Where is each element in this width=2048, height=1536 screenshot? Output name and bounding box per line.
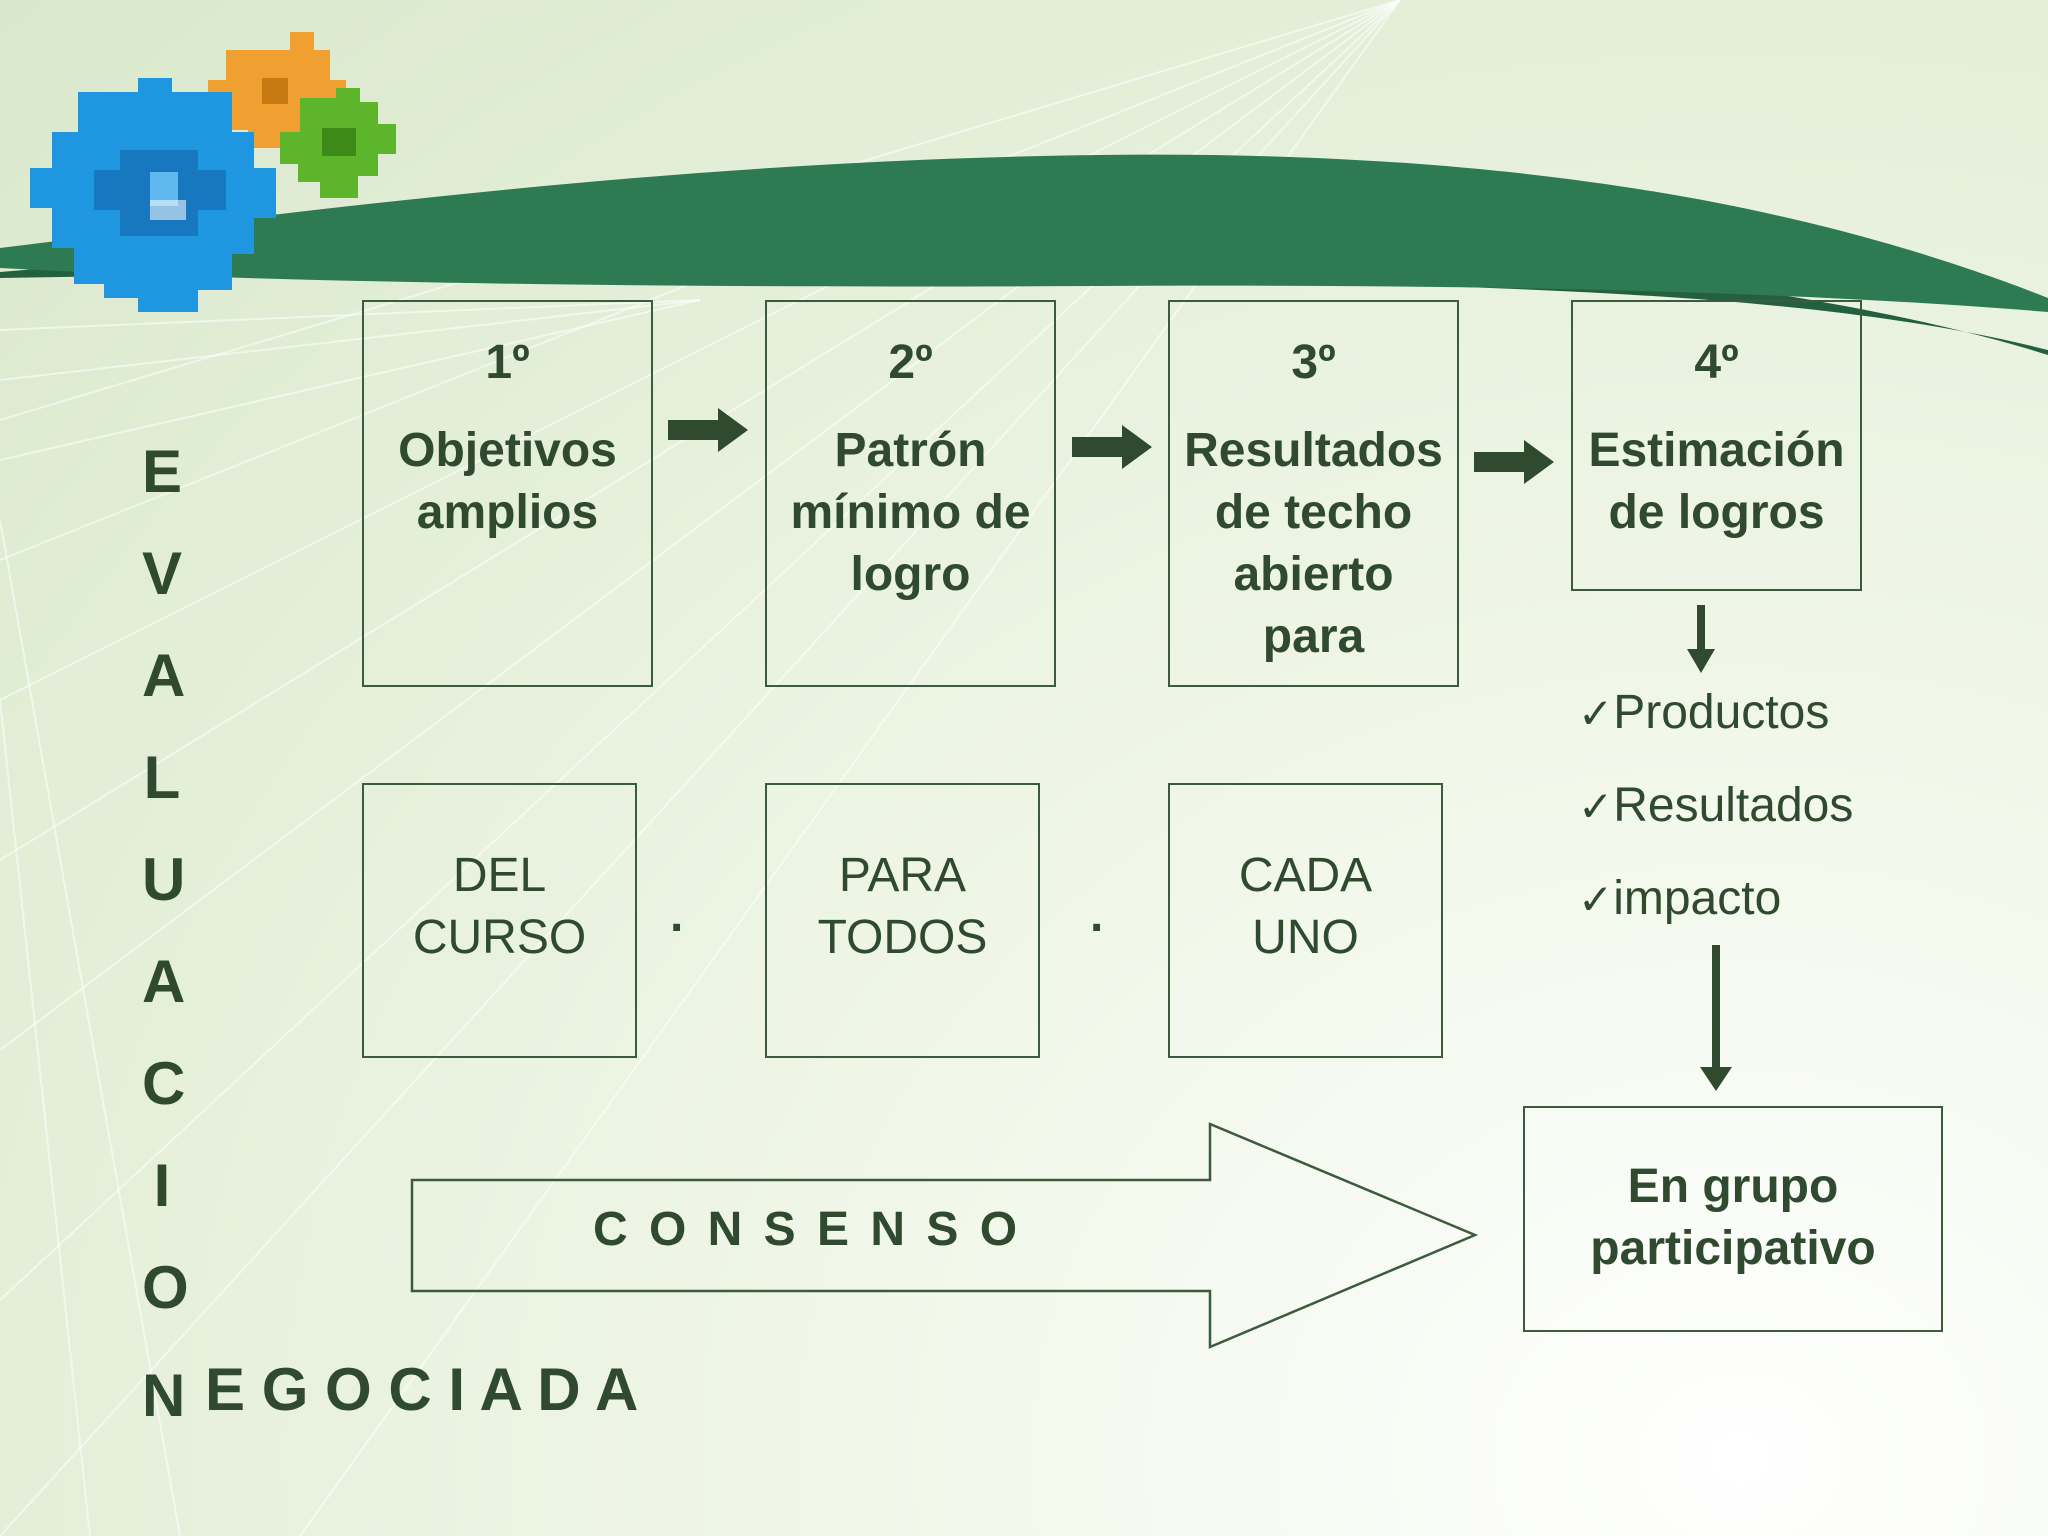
checklist-label: impacto (1613, 872, 1782, 925)
checklist-label: Resultados (1613, 779, 1854, 832)
vertical-letter: L (143, 744, 181, 811)
horizontal-word: E G O C I A D A (205, 1356, 639, 1423)
step-label: Patrón mínimo de logro (790, 424, 1031, 601)
step-number: 3º (1291, 336, 1336, 389)
checklist-item: ✓Resultados (1578, 778, 1853, 833)
scope-label: PARA TODOS (817, 849, 988, 964)
checklist-item: ✓impacto (1578, 871, 1781, 926)
separator-dot: . (670, 889, 684, 942)
vertical-letter: N (142, 1362, 186, 1429)
vertical-letter: A (142, 948, 186, 1015)
scope-box-cada-uno: CADA UNO (1168, 783, 1443, 1058)
scope-box-para-todos: PARA TODOS (765, 783, 1040, 1058)
vertical-letter: U (142, 846, 186, 913)
check-mark-icon: ✓ (1578, 689, 1614, 738)
checklist-label: Productos (1613, 686, 1830, 739)
step-label: Resultados de techo abierto para (1184, 424, 1443, 663)
step-number: 4º (1694, 336, 1739, 389)
arrow-down-to-group (1700, 945, 1732, 1091)
vertical-letter: I (153, 1152, 171, 1219)
vertical-letter: E (142, 438, 183, 505)
scope-label: CADA UNO (1238, 849, 1373, 964)
step-label: Estimación de logros (1588, 424, 1845, 539)
vertical-letter: A (142, 642, 186, 709)
scope-label: DEL CURSO (412, 849, 587, 964)
step-box-2: 2º Patrón mínimo de logro (765, 300, 1056, 687)
step-number: 2º (888, 336, 933, 389)
step-box-1: 1º Objetivos amplios (362, 300, 653, 687)
group-box: En grupo participativo (1523, 1106, 1943, 1332)
green-puzzle-piece (280, 88, 396, 198)
arrow-step1-to-step2 (668, 408, 748, 452)
check-mark-icon: ✓ (1578, 782, 1614, 831)
checklist-item: ✓Productos (1578, 685, 1829, 740)
check-mark-icon: ✓ (1578, 875, 1614, 924)
vertical-letter: V (142, 540, 183, 607)
vertical-letter: C (142, 1050, 186, 1117)
scope-box-del-curso: DEL CURSO (362, 783, 637, 1058)
separator-dot: . (1090, 889, 1104, 942)
step-label: Objetivos amplios (398, 424, 617, 539)
step-box-3: 3º Resultados de techo abierto para (1168, 300, 1459, 687)
arrow-step2-to-step3 (1072, 425, 1152, 469)
step-box-4: 4º Estimación de logros (1571, 300, 1862, 591)
arrow-step3-to-step4 (1474, 440, 1554, 484)
ribbon-band (0, 154, 2048, 312)
arrow-down-to-checklist (1687, 605, 1715, 673)
group-label: En grupo participativo (1590, 1160, 1876, 1275)
vertical-letter: O (142, 1254, 189, 1321)
step-number: 1º (485, 336, 530, 389)
consensus-label: C O N S E N S O (592, 1203, 1022, 1256)
blue-puzzle-piece (30, 78, 276, 312)
